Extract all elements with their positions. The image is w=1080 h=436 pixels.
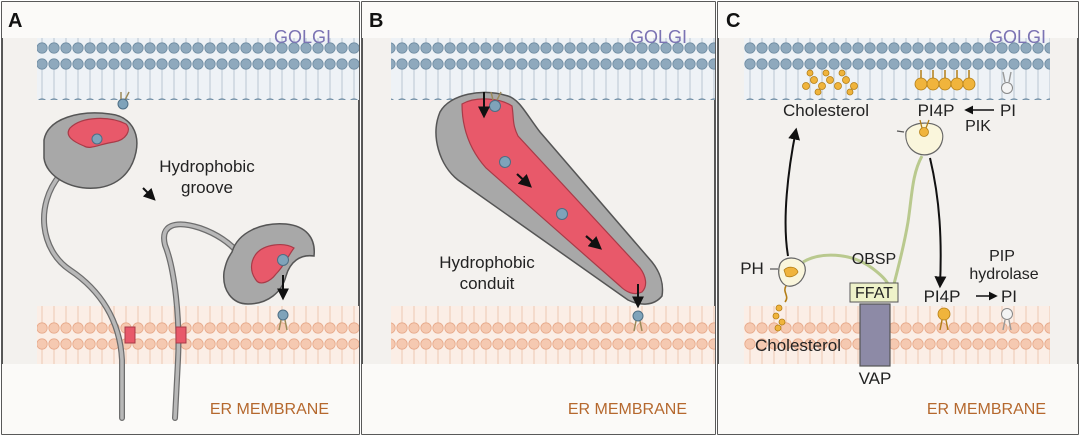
lipid-er-b (632, 310, 644, 332)
panel-letter-b: B (369, 10, 383, 32)
conduit-label-b: conduit (460, 274, 515, 293)
ph-domain-c (770, 257, 806, 287)
lipid-conduit-1-b (499, 156, 511, 168)
arrow-diagonal-a (142, 187, 156, 201)
tm-segment-left-a (124, 326, 136, 344)
panel-b: B GOLGI ER MEMBRANE Hydrophobic conduit (361, 1, 716, 435)
vap-label: VAP (859, 369, 892, 388)
lipid-er-a (277, 309, 289, 331)
arrow-mid-1-b (516, 173, 532, 188)
golgi-membrane-b (391, 38, 715, 100)
groove-domain-upper-a (43, 112, 138, 189)
groove-domain-lower-a (223, 223, 315, 305)
golgi-label-b: GOLGI (630, 27, 687, 47)
ffat-label: FFAT (855, 285, 893, 302)
pi-label-bottom: PI (1001, 287, 1017, 306)
panel-letter-c: C (726, 10, 740, 32)
lipid-golgi-a (117, 91, 130, 110)
ph-tail-c (784, 285, 788, 303)
pi4p-label-bottom: PI4P (924, 287, 961, 306)
linker-ord-c (892, 155, 924, 285)
cholesterol-lipid-er-c (772, 304, 786, 332)
pi-lipid-golgi-c (1001, 71, 1013, 94)
golgi-membrane-c (744, 38, 1050, 100)
ffat-box (849, 282, 899, 303)
ord-domain-upper-c (896, 119, 944, 156)
pi4p-cluster-golgi-c (914, 70, 976, 91)
panel-letter-a: A (8, 10, 22, 32)
arrow-pi4p-down (929, 157, 947, 289)
pi-lipid-er-c (1001, 308, 1013, 331)
pi-label-top: PI (1000, 101, 1016, 120)
panel-c: C GOLGI ER MEMBRANE (717, 1, 1079, 435)
groove-label-a: groove (181, 178, 233, 197)
er-membrane-a (37, 306, 359, 364)
lipid-golgi-b (489, 91, 502, 112)
er-membrane-b (391, 306, 715, 364)
er-membrane-c (744, 306, 1050, 364)
ph-label: PH (740, 259, 764, 278)
golgi-membrane-a (37, 38, 359, 100)
pi4p-label-top: PI4P (918, 101, 955, 120)
pik-label: PIK (965, 118, 991, 135)
er-label-a: ER MEMBRANE (210, 401, 329, 418)
hydrophobic-label-b: Hydrophobic (439, 253, 535, 272)
cholesterol-label-top: Cholesterol (783, 101, 869, 120)
arrow-cholesterol-up (784, 127, 801, 257)
pip-label: PIP (989, 248, 1015, 265)
linker-ph-c (802, 253, 890, 285)
hydrolase-label: hydrolase (969, 266, 1038, 283)
cholesterol-label-bottom: Cholesterol (755, 336, 841, 355)
panel-a: A GOLGI ER MEMBRANE (1, 1, 360, 435)
golgi-label-a: GOLGI (274, 27, 331, 47)
er-label-b: ER MEMBRANE (568, 401, 687, 418)
er-label-c: ER MEMBRANE (927, 401, 1046, 418)
tm-segment-right-a (175, 326, 187, 344)
lipid-conduit-2-b (556, 208, 568, 220)
golgi-label-c: GOLGI (989, 27, 1046, 47)
pi4p-lipid-er-c (937, 307, 951, 331)
cholesterol-cluster-golgi-c (802, 69, 858, 96)
vap-protein (859, 303, 891, 367)
arrow-mid-2-b (585, 235, 603, 250)
hydrophobic-label-a: Hydrophobic (159, 157, 255, 176)
obsp-label: OBSP (852, 251, 896, 268)
